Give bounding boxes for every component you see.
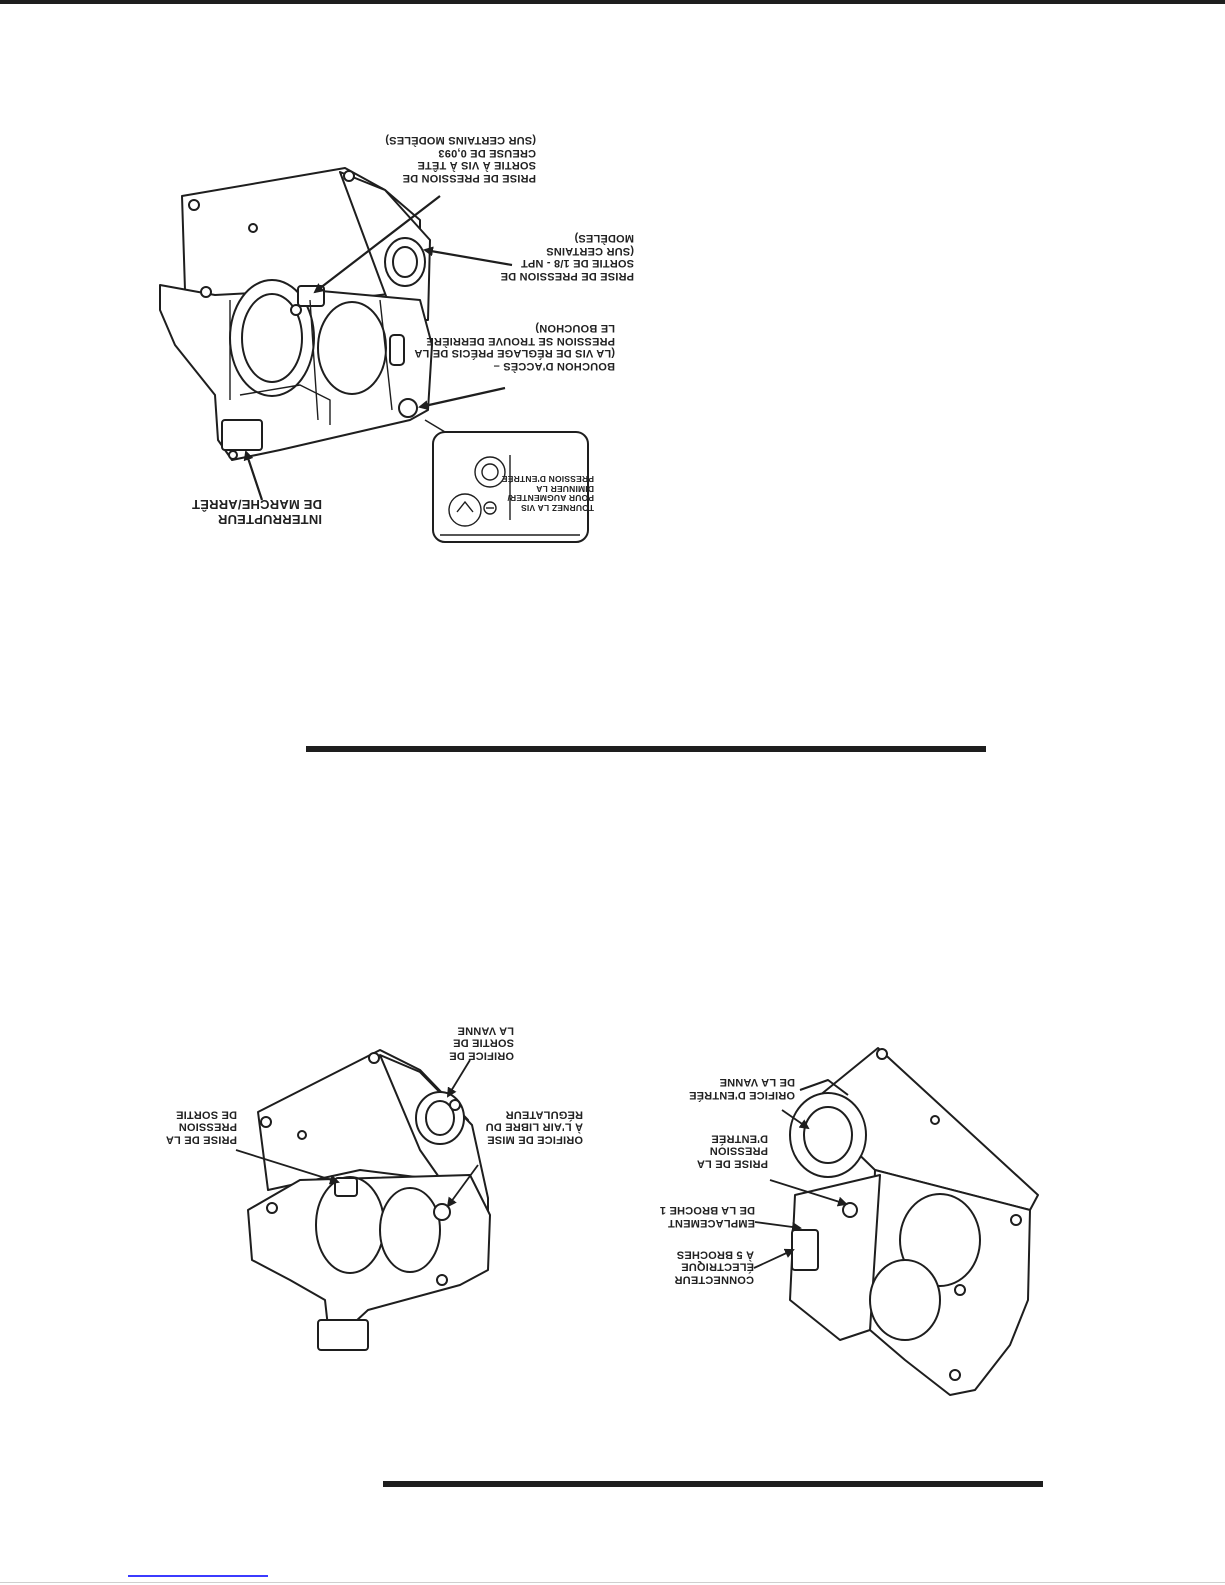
figure-bottom-left-leaders [235,1059,479,1208]
callout-on-off-switch: INTERRUPTEUR DE MARCHE/ARRÊT [191,497,322,528]
callout-regulator-vent: ORIFICE DE MISE À L'AIR LIBRE DU RÉGULAT… [485,1108,583,1146]
callout-access-cap: BOUCHON D'ACCÈS – (LA VIS DE RÉGLAGE PRÉ… [414,322,615,373]
bottom-border-rule [0,1582,1225,1583]
callout-inlet-pressure-tap: PRISE DE LA PRESSION D'ENTRÉE [696,1132,768,1170]
callout-outlet-pressure-tap: PRISE DE LA PRESSION DE SORTIE [165,1108,237,1146]
bottom-divider-rule [383,1481,1043,1487]
figure-top-leaders [243,195,513,501]
gas-valve-top [159,167,433,461]
footer-link-underline[interactable] [128,1575,268,1577]
gas-valve-bottom-right [789,1047,1039,1396]
callout-pin1-location: EMPLACEMENT DE LA BROCHE 1 [659,1204,755,1230]
callout-valve-inlet: ORIFICE D'ENTRÉE DE LA VANNE [688,1076,795,1102]
section-divider-rule [306,746,986,752]
callout-outlet-tap-screw: PRISE DE PRESSION DE SORTIE À VIS À TÊTE… [385,134,536,185]
callout-outlet-tap-npt: PRISE DE PRESSION DE SORTIE DE 1/8 - NPT… [500,232,634,283]
callout-five-pin-connector: CONNECTEUR ÉLECTRIQUE À 5 BROCHES [674,1248,754,1286]
inset-instruction: TOURNEZ LA VIS POUR AUGMENTER/ DIMINUER … [501,474,594,514]
callout-valve-outlet: ORIFICE DE SORTIE DE LA VANNE [449,1024,514,1062]
top-border-rule [0,0,1225,4]
figure-bottom-right-leaders [753,1109,848,1269]
gas-valve-bottom-left [247,1049,491,1351]
inset-detail-box [424,419,589,543]
